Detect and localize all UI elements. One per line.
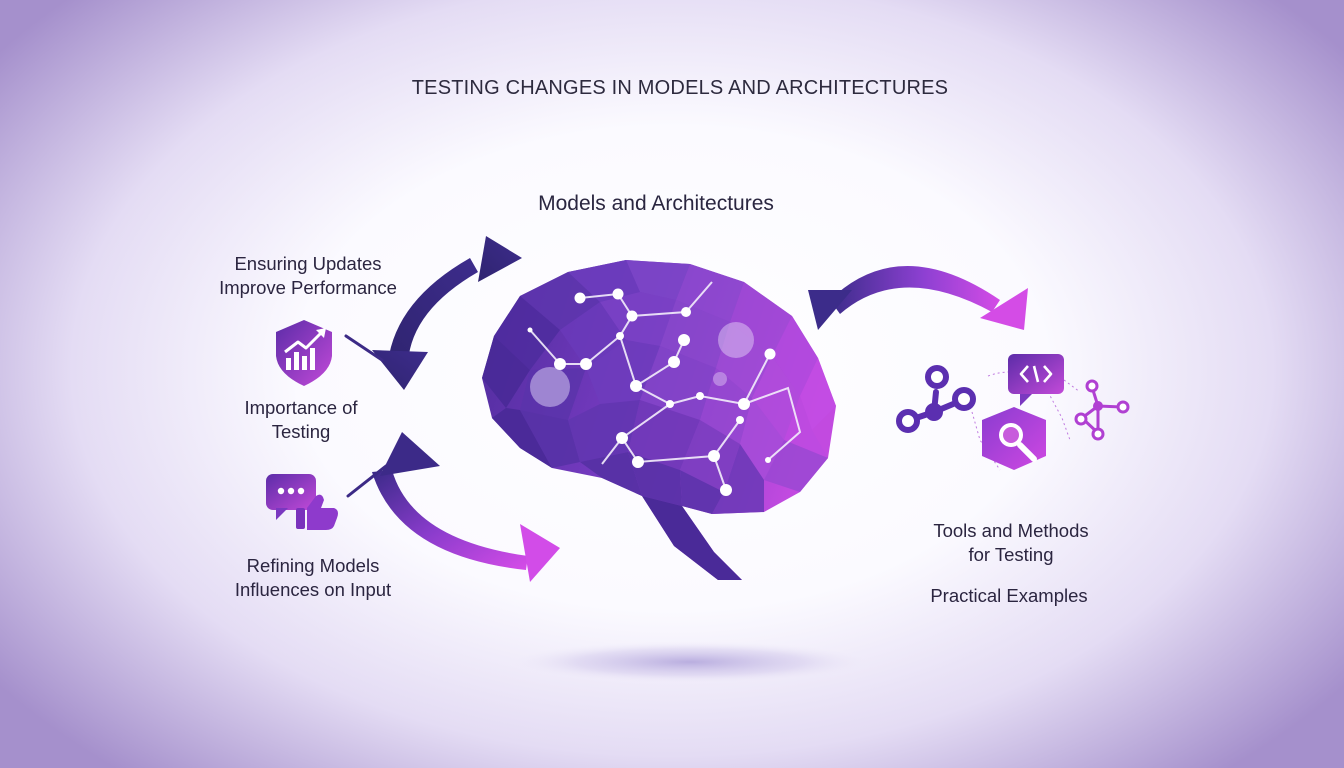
- label-ensuring-line-2: Improve Performance: [219, 277, 397, 298]
- arrow-bottom-left: [372, 432, 560, 582]
- shield-chart-icon: [276, 320, 332, 386]
- code-icon: [1008, 354, 1064, 406]
- label-tools-line-1: Tools and Methods: [933, 520, 1089, 541]
- magnifier-icon: [982, 407, 1046, 470]
- label-importance-of-testing: Importance of Testing: [196, 396, 406, 444]
- network-nodes-icon: [896, 365, 976, 433]
- connector-line-lower: [346, 464, 388, 498]
- arrow-right: [808, 266, 1028, 330]
- label-importance-line-2: Testing: [271, 421, 331, 442]
- center-heading: Models and Architectures: [538, 192, 774, 215]
- label-refining-line-1: Refining Models: [246, 555, 380, 576]
- label-refining-models: Refining Models Influences on Input: [180, 554, 446, 602]
- graph-icon: [1074, 379, 1130, 441]
- arrow-top-left: [372, 236, 522, 390]
- label-ensuring-line-1: Ensuring Updates: [234, 253, 382, 274]
- connector-line-upper: [344, 334, 384, 362]
- label-tools-and-methods: Tools and Methods for Testing: [900, 519, 1122, 567]
- label-practical-examples: Practical Examples: [930, 585, 1088, 606]
- label-tools-line-2: for Testing: [968, 544, 1054, 565]
- page-title: TESTING CHANGES IN MODELS AND ARCHITECTU…: [411, 77, 949, 99]
- brain-icon: [482, 260, 836, 580]
- brain-shadow: [500, 640, 880, 684]
- label-importance-line-1: Importance of: [244, 397, 358, 418]
- label-ensuring-updates: Ensuring Updates Improve Performance: [190, 252, 426, 300]
- chat-thumbs-up-icon: [266, 474, 338, 530]
- label-refining-line-2: Influences on Input: [234, 579, 392, 600]
